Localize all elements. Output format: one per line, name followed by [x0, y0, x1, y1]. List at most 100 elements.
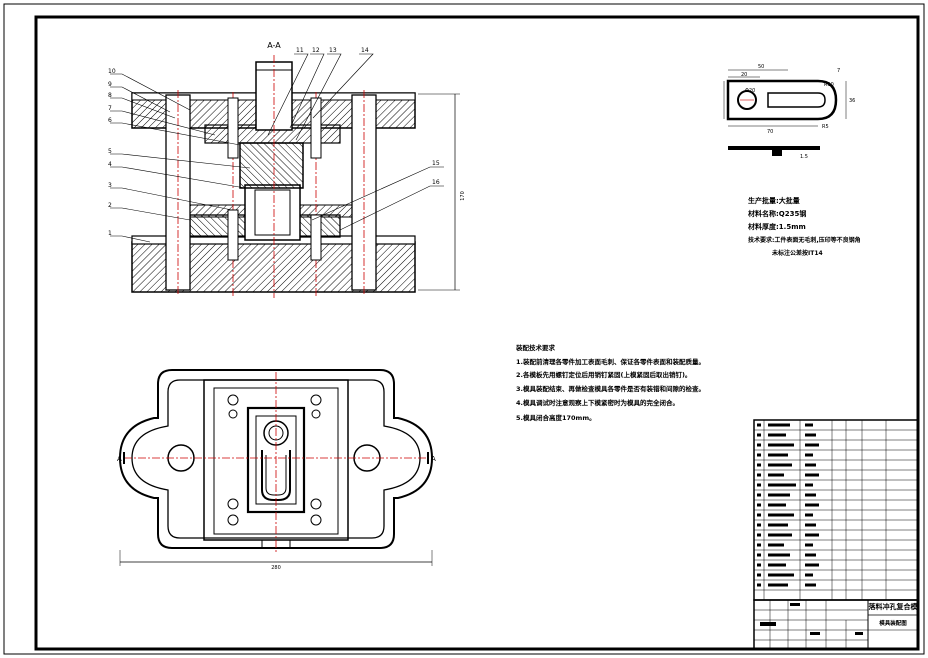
- part-number: 4: [108, 161, 112, 168]
- parts-cell-mark: [805, 443, 819, 447]
- tech-line-1: 1.装配前清理各零件加工表面毛刺、保证各零件表面和装配质量。: [516, 357, 705, 366]
- parts-cell-mark: [805, 553, 816, 557]
- parts-cell-mark: [757, 553, 761, 557]
- leader-line: [110, 207, 191, 221]
- parts-cell-mark: [805, 493, 816, 497]
- part-number: 13: [329, 47, 337, 54]
- parts-cell-mark: [768, 543, 784, 547]
- leader-line: [110, 166, 246, 189]
- parts-cell-mark: [757, 523, 761, 527]
- parts-cell-mark: [768, 553, 790, 557]
- parts-cell-mark: [768, 513, 794, 517]
- tech-line-4: 4.模具调试时注意观察上下模紧密时为模具的完全闭合。: [516, 398, 679, 407]
- parts-cell-mark: [805, 433, 816, 437]
- lower-plate-outline: [118, 369, 434, 549]
- sheet-border: [3, 3, 925, 655]
- parts-cell-mark: [768, 463, 792, 467]
- parts-cell-mark: [768, 563, 786, 567]
- parts-cell-mark: [757, 433, 761, 437]
- dim-r5: R5: [822, 124, 829, 130]
- parts-cell-mark: [805, 463, 816, 467]
- parts-cell-mark: [805, 583, 816, 587]
- parts-cell-mark: [757, 563, 761, 567]
- part-number: 1: [108, 230, 112, 237]
- dim-1-5: 1.5: [800, 154, 808, 160]
- parts-cell-mark: [757, 483, 761, 487]
- dim-r10: R10: [824, 82, 834, 88]
- parts-cell-mark: [757, 443, 761, 447]
- leader-line: [312, 53, 374, 119]
- leader-line: [339, 185, 444, 231]
- part-number: 16: [432, 179, 440, 186]
- cut-mark-right: A: [431, 455, 436, 463]
- screw-holes: [227, 394, 322, 526]
- leader-line: [110, 97, 176, 119]
- spec-line-3: 材料厚度:1.5mm: [747, 222, 806, 231]
- parts-cell-mark: [805, 473, 819, 477]
- parts-cell-mark: [768, 423, 790, 427]
- part-number: 14: [361, 47, 369, 54]
- drawing-frame: [34, 15, 920, 651]
- spec-line-1: 生产批量:大批量: [748, 196, 800, 205]
- leader-line: [110, 73, 191, 111]
- part-number: 2: [108, 202, 112, 209]
- drawing-title: 落料冲孔复合模: [869, 602, 919, 611]
- leader-line: [295, 53, 342, 141]
- dim-phi20: Φ20: [745, 88, 755, 94]
- tech-line-3: 3.模具装配结束、再做检查模具各零件是否有装错和间隙的检查。: [516, 384, 705, 393]
- tech-title: 装配技术要求: [515, 343, 556, 352]
- parts-cell-mark: [805, 523, 816, 527]
- part-number: 8: [108, 92, 112, 99]
- plan-view: A A 280: [117, 369, 436, 571]
- title-block: 落料冲孔复合模 模具装配图: [753, 599, 919, 650]
- product-spec: 生产批量:大批量 材料名称:Q235钢 材料厚度:1.5mm 技术要求:工件表面…: [747, 196, 861, 257]
- parts-cell-mark: [757, 533, 761, 537]
- parts-cell-mark: [757, 423, 761, 427]
- part-number: 11: [296, 47, 304, 54]
- section-view: A-A: [131, 41, 466, 298]
- parts-cell-mark: [805, 513, 813, 517]
- parts-cell-mark: [768, 503, 786, 507]
- spec-line-5: 未标注公差按IT14: [772, 249, 823, 257]
- width-dimension: 280: [271, 565, 281, 571]
- dim-7: 7: [837, 68, 840, 74]
- height-dimension: 170: [460, 191, 466, 201]
- parts-cell-mark: [805, 503, 819, 507]
- parts-cell-mark: [757, 543, 761, 547]
- part-number: 9: [108, 81, 112, 88]
- dim-70: 70: [767, 129, 773, 135]
- part-number: 3: [108, 182, 112, 189]
- dim-20: 20: [741, 72, 747, 78]
- cut-mark-left: A: [117, 455, 122, 463]
- part-number: 10: [108, 68, 116, 75]
- parts-cell-mark: [768, 453, 788, 457]
- parts-cell-mark: [757, 573, 761, 577]
- upper-die: [239, 142, 304, 189]
- parts-cell-mark: [757, 473, 761, 477]
- parts-cell-mark: [805, 483, 813, 487]
- tech-line-5: 5.模具闭合高度170mm。: [516, 413, 596, 422]
- spec-line-2: 材料名称:Q235钢: [747, 209, 806, 218]
- part-outline: [726, 79, 838, 121]
- parts-cell-mark: [757, 503, 761, 507]
- drawing-subtitle: 模具装配图: [879, 619, 907, 627]
- parts-cell-mark: [768, 433, 786, 437]
- dim-50: 50: [758, 64, 764, 70]
- parts-cell-mark: [805, 453, 813, 457]
- parts-cell-mark: [768, 493, 790, 497]
- spec-line-4: 技术要求:工件表面无毛刺,压印等不良钢角: [748, 236, 861, 244]
- part-view: 50 20 7 Φ20 R10 36 R5 70 1.5: [723, 64, 855, 160]
- part-hole: [737, 90, 757, 110]
- leader-line: [110, 110, 216, 136]
- parts-cell-mark: [757, 463, 761, 467]
- parts-cell-mark: [768, 523, 788, 527]
- leader-line: [110, 122, 241, 146]
- parts-cell-mark: [768, 533, 792, 537]
- dim-36: 36: [849, 98, 855, 104]
- parts-list: [753, 419, 919, 601]
- screw-left: [227, 97, 239, 159]
- parts-cell-mark: [757, 583, 761, 587]
- parts-cell-mark: [768, 473, 784, 477]
